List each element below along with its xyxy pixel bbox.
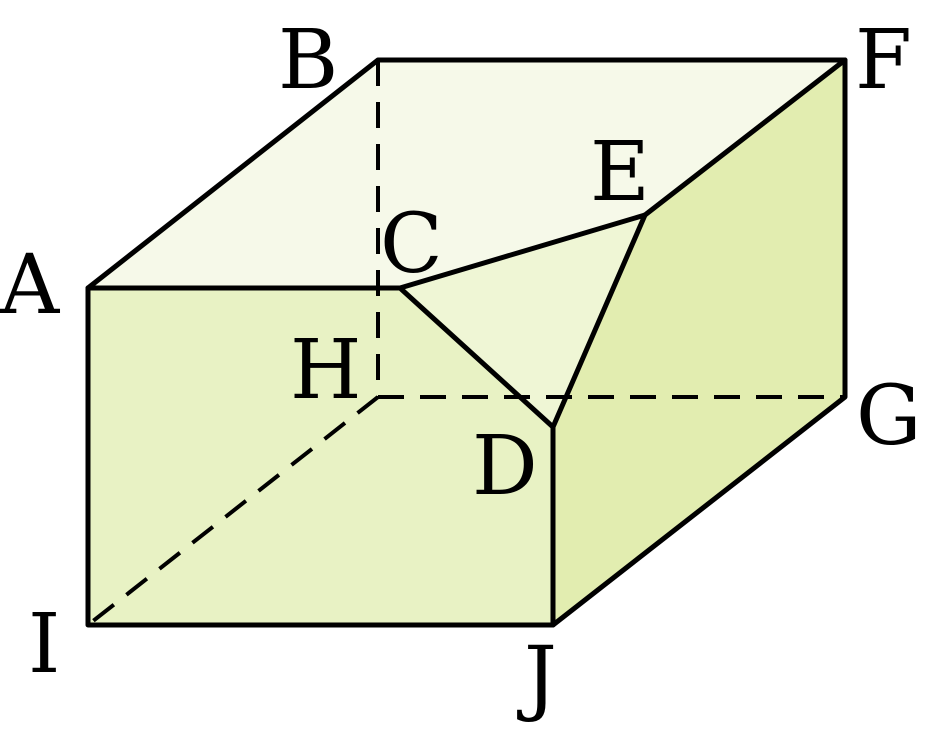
vertex-label-J: J <box>517 630 557 725</box>
vertex-label-D: D <box>472 419 538 514</box>
visible-edge-CE <box>397 212 648 291</box>
visible-edge-outline <box>85 57 848 628</box>
vertex-label-A: A <box>0 238 61 333</box>
vertex-label-C: C <box>380 197 443 292</box>
right-face <box>553 60 845 625</box>
vertex-label-F: F <box>855 13 912 108</box>
cut-face <box>400 215 645 427</box>
vertex-label-G: G <box>856 369 922 464</box>
front-face <box>88 288 553 625</box>
visible-edge-CD <box>397 285 556 430</box>
vertex-label-I: I <box>28 597 60 692</box>
visible-edge-ED <box>550 212 648 430</box>
visible-edge-EF <box>642 57 848 218</box>
vertex-label-H: H <box>290 323 362 418</box>
vertex-label-E: E <box>590 125 650 220</box>
vertex-label-B: B <box>278 13 338 108</box>
hidden-edge-HI <box>86 395 380 627</box>
top-face <box>88 60 845 288</box>
